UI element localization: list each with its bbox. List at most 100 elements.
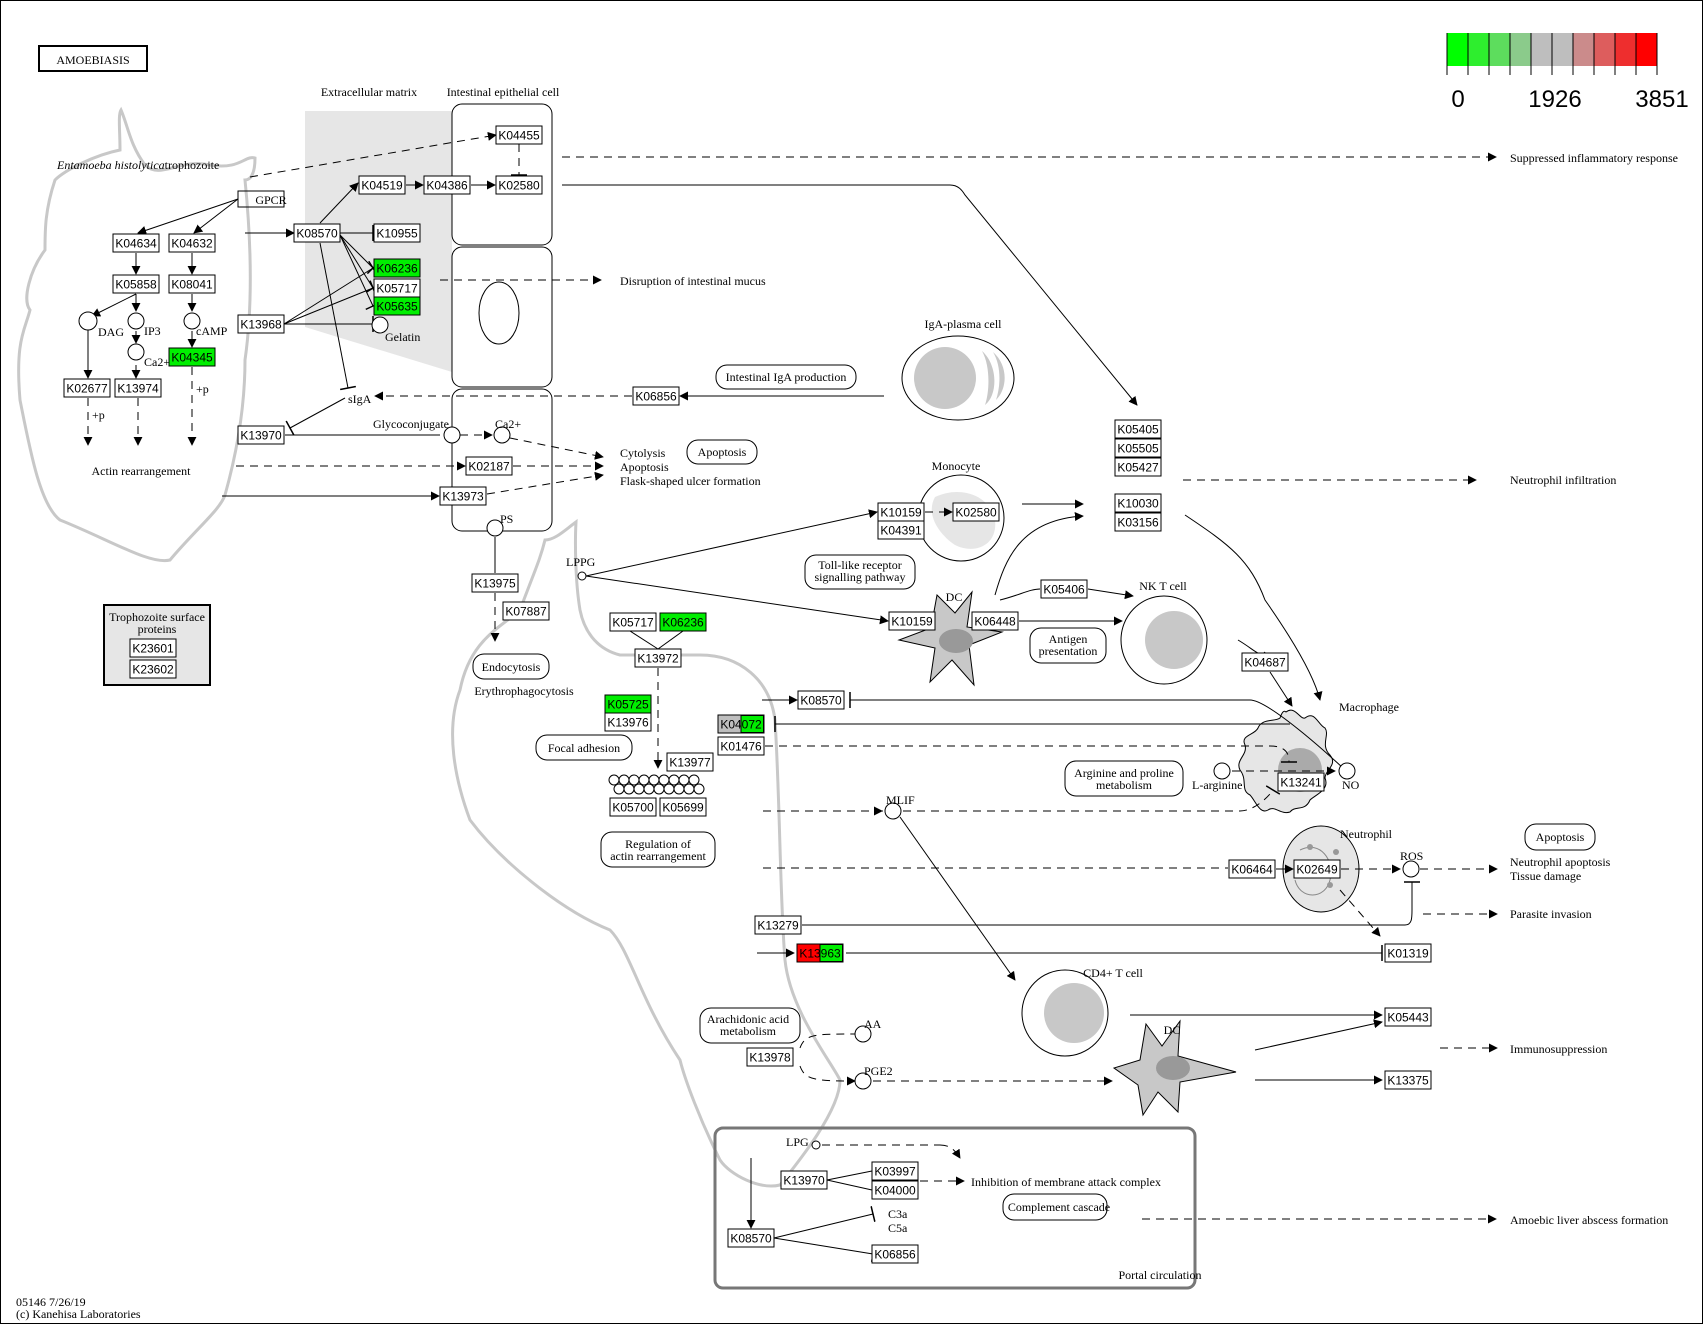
compound-lpg[interactable] xyxy=(811,1140,821,1150)
gene-K13279[interactable]: K13279 xyxy=(754,915,802,935)
gene-K05405[interactable]: K05405 xyxy=(1114,419,1162,439)
gene-K04345[interactable]: K04345 xyxy=(168,347,216,367)
gene-K05717-2[interactable]: K05717 xyxy=(609,612,657,632)
gene-K23601[interactable]: K23601 xyxy=(129,638,177,658)
gene-K06856[interactable]: K06856 xyxy=(632,386,680,406)
compound-ps[interactable] xyxy=(486,519,504,537)
compound-gelatin[interactable] xyxy=(371,316,389,334)
gene-box xyxy=(112,233,160,253)
gene-K10159[interactable]: K10159 xyxy=(877,502,925,522)
gpcr-box[interactable] xyxy=(237,190,285,208)
gene-K06448[interactable]: K06448 xyxy=(971,611,1019,631)
legend-swatch xyxy=(1531,33,1552,66)
gene-K06236-2[interactable]: K06236 xyxy=(659,612,707,632)
compound-l-arginine[interactable] xyxy=(1213,762,1231,780)
gene-K05699[interactable]: K05699 xyxy=(659,797,707,817)
gene-K04632[interactable]: K04632 xyxy=(168,233,216,253)
gene-K13976[interactable]: K13976 xyxy=(604,712,652,732)
compound-ip3[interactable] xyxy=(127,312,145,330)
gene-K05443[interactable]: K05443 xyxy=(1384,1007,1432,1027)
compound-camp[interactable] xyxy=(183,312,201,330)
gene-K10030[interactable]: K10030 xyxy=(1114,493,1162,513)
label-iec: Intestinal epithelial cell xyxy=(447,85,560,99)
gene-label: K13970 xyxy=(783,1174,825,1188)
gene-K04386[interactable]: K04386 xyxy=(423,175,471,195)
gene-K08570-3[interactable]: K08570 xyxy=(727,1228,775,1248)
gene-K13963[interactable]: K13963 xyxy=(796,943,844,963)
gene-K05717[interactable]: K05717 xyxy=(373,278,421,298)
gene-K13375[interactable]: K13375 xyxy=(1384,1070,1432,1090)
gene-K23602[interactable]: K23602 xyxy=(129,659,177,679)
gene-K06236[interactable]: K06236 xyxy=(373,258,421,278)
compound-ros[interactable] xyxy=(1402,860,1420,878)
gene-K04072[interactable]: K04072 xyxy=(717,714,765,734)
gene-K13970[interactable]: K13970 xyxy=(237,425,285,445)
pathway-apoptosis-1[interactable]: Apoptosis xyxy=(686,439,758,465)
compound-mlif[interactable] xyxy=(884,802,902,820)
compound-aa[interactable] xyxy=(854,1025,872,1043)
gene-K02580-2[interactable]: K02580 xyxy=(952,502,1000,522)
gene-K04000[interactable]: K04000 xyxy=(871,1180,919,1200)
gene-K13968[interactable]: K13968 xyxy=(237,314,285,334)
gene-K08041[interactable]: K08041 xyxy=(168,274,216,294)
gene-K08570[interactable]: K08570 xyxy=(293,223,341,243)
compound-lppg[interactable] xyxy=(577,571,587,581)
gene-K13973[interactable]: K13973 xyxy=(439,486,487,506)
gene-K05700[interactable]: K05700 xyxy=(609,797,657,817)
gene-K02580[interactable]: K02580 xyxy=(495,175,543,195)
gene-K07887[interactable]: K07887 xyxy=(502,601,550,621)
gene-K04455[interactable]: K04455 xyxy=(495,125,543,145)
compound-pge2[interactable] xyxy=(854,1072,872,1090)
gene-K02187[interactable]: K02187 xyxy=(465,456,513,476)
compound-glycoconjugate[interactable] xyxy=(443,426,461,444)
gene-K06856-2[interactable]: K06856 xyxy=(871,1244,919,1264)
label-parasite-invasion: Parasite invasion xyxy=(1510,907,1592,921)
gene-K13978[interactable]: K13978 xyxy=(746,1047,794,1067)
gene-K01476[interactable]: K01476 xyxy=(717,736,765,756)
gene-K13241[interactable]: K13241 xyxy=(1277,772,1325,792)
gene-box xyxy=(666,752,714,772)
map-title[interactable]: AMOEBIASIS xyxy=(38,45,148,72)
gene-K13972[interactable]: K13972 xyxy=(634,648,682,668)
gene-K02649[interactable]: K02649 xyxy=(1293,859,1341,879)
gene-K04687[interactable]: K04687 xyxy=(1241,652,1289,672)
gene-K08570-2[interactable]: K08570 xyxy=(797,690,845,710)
gene-K05725[interactable]: K05725 xyxy=(604,694,652,714)
compound-no[interactable] xyxy=(1338,762,1356,780)
svg-text:signalling pathway: signalling pathway xyxy=(815,570,906,584)
compound-dag[interactable] xyxy=(78,311,98,331)
gene-K04634[interactable]: K04634 xyxy=(112,233,160,253)
pathway-endocytosis[interactable]: Endocytosis xyxy=(472,653,550,680)
gene-K05505[interactable]: K05505 xyxy=(1114,438,1162,458)
gene-K10955[interactable]: K10955 xyxy=(373,223,421,243)
gene-K13970-2[interactable]: K13970 xyxy=(780,1170,828,1190)
gene-K10159-2[interactable]: K10159 xyxy=(888,611,936,631)
pathway-focal-adhesion[interactable]: Focal adhesion xyxy=(535,734,633,761)
gene-K05858[interactable]: K05858 xyxy=(112,274,160,294)
gene-K02677[interactable]: K02677 xyxy=(63,378,111,398)
gene-K04391[interactable]: K04391 xyxy=(877,520,925,540)
compound-ca2[interactable] xyxy=(493,426,511,444)
compound-ca[interactable] xyxy=(127,343,145,361)
gene-K01319[interactable]: K01319 xyxy=(1384,943,1432,963)
gene-K05635[interactable]: K05635 xyxy=(373,296,421,316)
gene-K13977[interactable]: K13977 xyxy=(666,752,714,772)
gene-K03997[interactable]: K03997 xyxy=(871,1161,919,1181)
pathway-intestinal-iga-production[interactable]: Intestinal IgA production xyxy=(715,364,857,390)
dc1-nucleus xyxy=(939,629,973,653)
gene-K13975[interactable]: K13975 xyxy=(471,573,519,593)
pathway-complement-cascade[interactable]: Complement cascade xyxy=(1002,1193,1110,1221)
gene-K05406[interactable]: K05406 xyxy=(1040,579,1088,599)
gene-K13974[interactable]: K13974 xyxy=(114,378,162,398)
gene-K06464[interactable]: K06464 xyxy=(1228,859,1276,879)
gene-K05427[interactable]: K05427 xyxy=(1114,457,1162,477)
gene-box-split xyxy=(819,944,843,962)
pathway-apoptosis-2[interactable]: Apoptosis xyxy=(1524,823,1596,851)
gene-K04519[interactable]: K04519 xyxy=(358,175,406,195)
gene-K03156[interactable]: K03156 xyxy=(1114,512,1162,532)
